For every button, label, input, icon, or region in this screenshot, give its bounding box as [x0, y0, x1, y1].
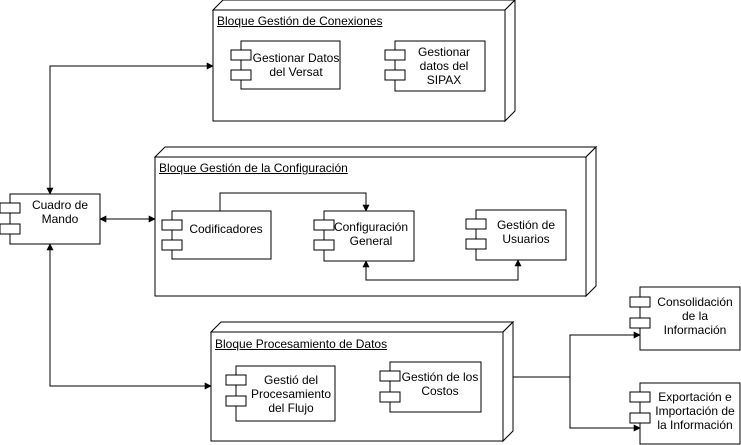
flujo-shape — [225, 365, 336, 422]
edge-to-exportacion — [569, 377, 641, 432]
edge-config-usuarios — [362, 259, 522, 281]
usuarios-label: Gestión de Usuarios — [496, 218, 556, 246]
codificadores-label: Codificadores — [189, 222, 263, 236]
sipax-shape — [384, 40, 486, 92]
consolidacion-shape — [629, 286, 741, 351]
flujo-label: Gestió del Procesamiento del Flujo — [250, 373, 332, 415]
block-configuracion-title: Bloque Gestión de la Configuración — [159, 161, 348, 175]
block-conexiones-title: Bloque Gestión de Conexiones — [217, 14, 383, 28]
sipax-label: Gestionar datos del SIPAX — [417, 45, 471, 87]
edge-to-consolidacion — [569, 331, 641, 377]
config-general-label: Configuración General — [333, 220, 409, 248]
exportacion-shape — [629, 382, 741, 445]
block-procesamiento-title: Bloque Procesamiento de Datos — [215, 337, 388, 351]
cuadro-mando-shape — [0, 193, 101, 245]
cuadro-mando-label: Cuadro de Mando — [31, 198, 89, 226]
versat-label: Gestionar Datos del Versat — [252, 51, 340, 79]
edge-mando-procesamiento — [46, 243, 212, 390]
edge-mando-conexiones — [46, 62, 214, 195]
usuarios-shape — [465, 209, 567, 261]
config-general-shape — [313, 210, 415, 262]
edge-codificadores-config — [219, 192, 370, 212]
costos-label: Gestión de los Costos — [401, 370, 479, 398]
costos-shape — [379, 361, 482, 413]
exportacion-label: Exportación e Importación de la Informac… — [655, 390, 735, 432]
consolidacion-label: Consolidación de la Información — [657, 295, 733, 337]
versat-shape — [230, 40, 341, 90]
